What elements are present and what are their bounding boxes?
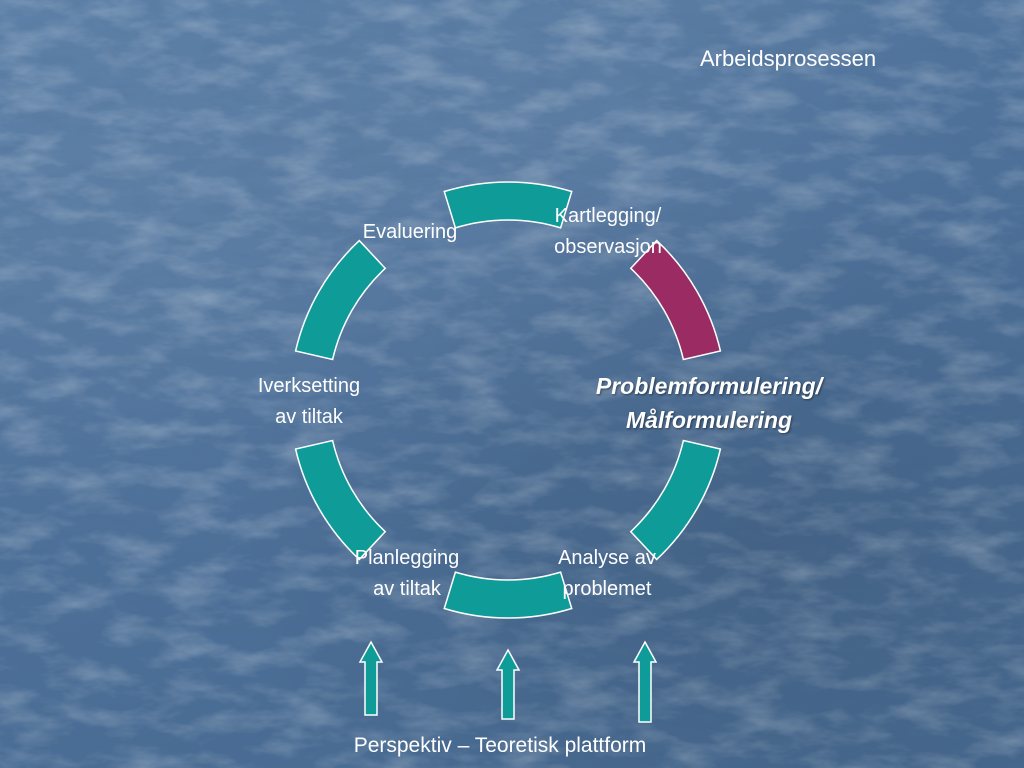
cycle-segment-analyse [629, 439, 722, 561]
cycle-segments [294, 181, 722, 619]
step-label-line: Problemformulering/ [595, 373, 823, 399]
step-label-line: Målformulering [625, 407, 793, 433]
step-label-line: Planlegging [354, 547, 460, 569]
cycle-segment-planlegging [443, 571, 573, 619]
cycle-segment-problemformulering [629, 239, 722, 361]
up-arrow-icon [495, 648, 521, 720]
step-label-line: Evaluering [362, 221, 458, 243]
step-label-line: av tiltak [275, 406, 343, 428]
step-label-kartlegging: Kartlegging/ observasjon [520, 201, 696, 263]
step-label-line: observasjon [554, 236, 662, 258]
slide-title: Arbeidsprosessen [700, 46, 877, 71]
footer-caption: Perspektiv – Teoretisk plattform [353, 734, 647, 757]
step-label-iverksetting: Iverksetting av tiltak [226, 371, 392, 433]
cycle-segment-evaluering [294, 239, 387, 361]
step-label-line: av tiltak [373, 578, 441, 600]
up-arrow-icon [632, 640, 658, 723]
up-arrow-icon [358, 640, 384, 716]
cycle-segment-kartlegging [443, 181, 573, 229]
cycle-segment-iverksetting [294, 439, 387, 561]
step-label-line: Kartlegging/ [554, 205, 662, 227]
step-label-planlegging: Planlegging av tiltak [322, 543, 492, 605]
step-label-problemformulering: Problemformulering/ Målformulering [548, 369, 870, 437]
step-label-line: Iverksetting [257, 375, 361, 397]
step-label-analyse: Analyse av problemet [522, 543, 692, 605]
step-label-line: problemet [562, 578, 652, 600]
step-label-evaluering: Evaluering [330, 217, 490, 248]
step-label-line: Analyse av [558, 547, 656, 569]
input-arrows [358, 640, 658, 723]
